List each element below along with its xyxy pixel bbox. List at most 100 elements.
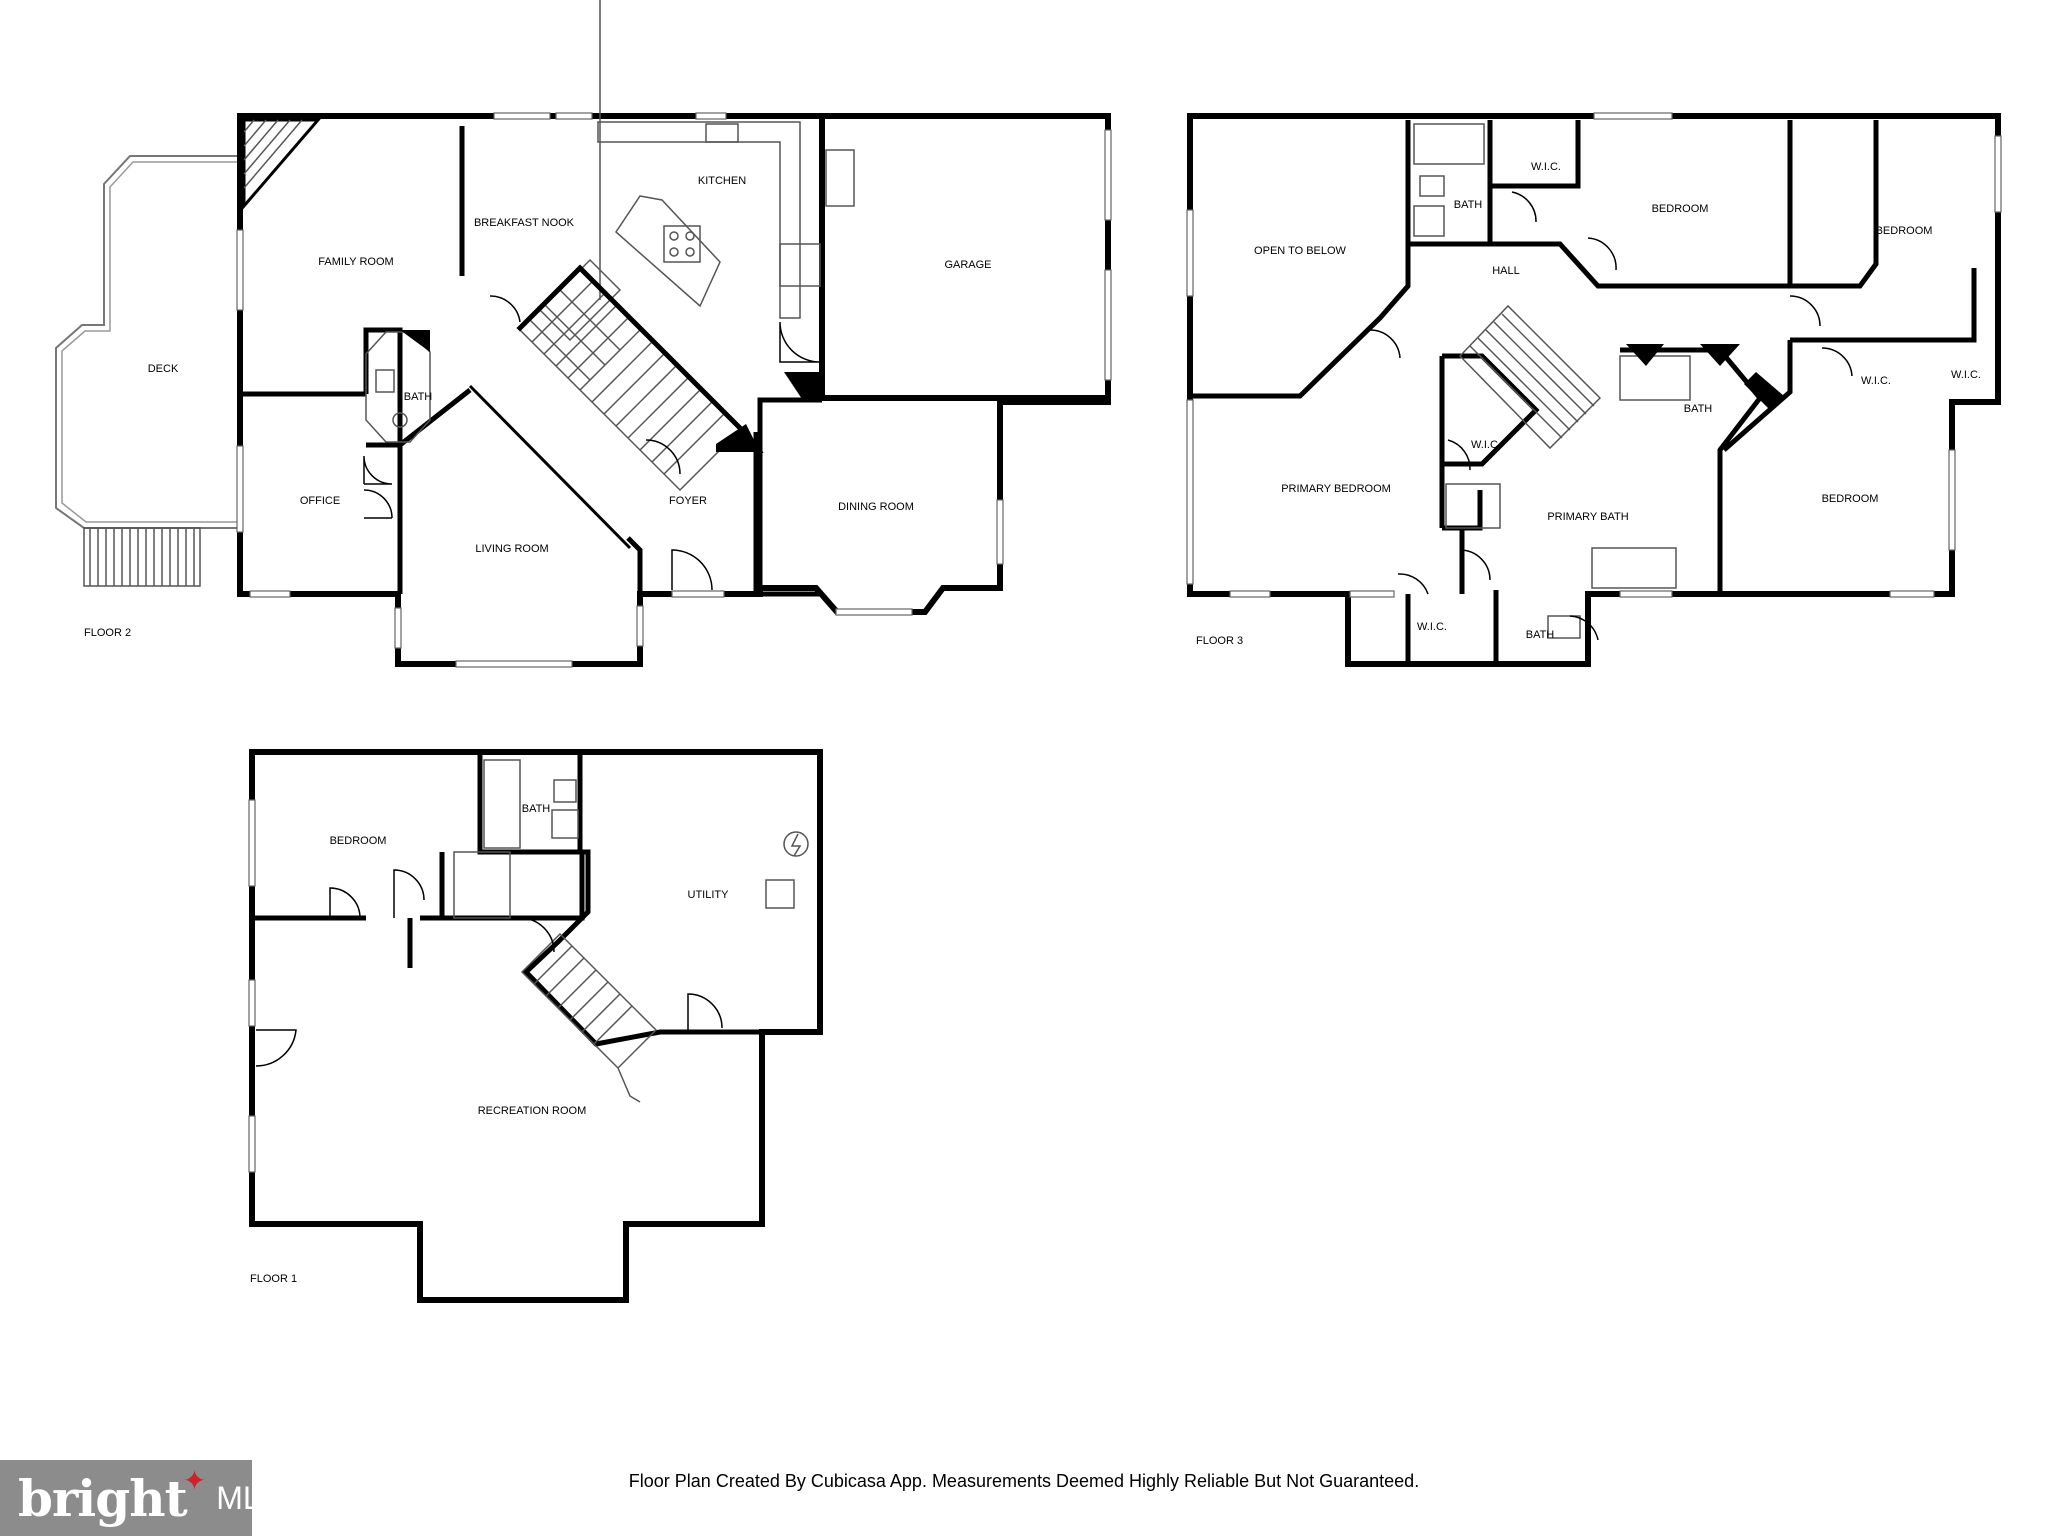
room-label-open-to-below: OPEN TO BELOW — [1254, 245, 1347, 257]
stair-rail — [516, 264, 764, 456]
disclaimer-text: Floor Plan Created By Cubicasa App. Meas… — [628, 1471, 1420, 1491]
floor-1-interior-walls — [252, 754, 820, 1047]
f1-bath-vanity — [453, 851, 511, 919]
room-label-bedroom-right: BEDROOM — [1876, 225, 1933, 237]
logo-star-icon: ✦ — [182, 1464, 207, 1496]
room-label-living-room: LIVING ROOM — [475, 543, 548, 555]
water-heater-bolt — [790, 833, 802, 857]
room-label-primary-bath: PRIMARY BATH — [1547, 511, 1628, 523]
f3-door-9 — [1447, 439, 1471, 471]
fireplace-hatch — [243, 119, 303, 189]
room-label-hall: HALL — [1492, 265, 1520, 277]
floor-2-interior-walls — [240, 120, 825, 597]
room-label-dining-room: DINING ROOM — [838, 501, 914, 513]
floor-1-plan: FLOOR 1 BEDROOM BATH UTILITY RECREATION … — [248, 749, 823, 1303]
center-bath-dark-corner-3 — [1744, 372, 1784, 410]
floor-2-exterior-wall — [237, 113, 1111, 667]
water-heater-icon — [783, 831, 809, 857]
room-label-bath-top: BATH — [1454, 199, 1483, 211]
office-door-2 — [363, 489, 393, 519]
f1-door-4 — [519, 917, 555, 953]
garage-door-swing — [779, 321, 821, 363]
kitchen-counter — [597, 121, 801, 319]
f1-bath-tub — [483, 759, 521, 849]
f1-door-1 — [329, 887, 361, 919]
center-bath-dark-corner — [1626, 344, 1664, 366]
f3-door-8 — [1821, 347, 1853, 377]
floor-1-staircase — [520, 932, 658, 1103]
floor-3-interior-walls — [1190, 120, 1977, 664]
room-label-bath-bottom: BATH — [1526, 629, 1555, 641]
room-label-wic-right-b: W.I.C. — [1951, 369, 1981, 381]
room-label-wic-right-a: W.I.C. — [1861, 375, 1891, 387]
room-label-bath-center: BATH — [1684, 403, 1713, 415]
floor-3-label: FLOOR 3 — [1196, 635, 1243, 647]
living-foyer-angled-wall — [468, 384, 632, 550]
bright-mls-logo: bright ✦ MLS — [0, 1460, 282, 1536]
primary-tub — [1591, 547, 1677, 589]
room-label-kitchen: KITCHEN — [698, 175, 746, 187]
f3-door-2 — [1587, 237, 1617, 271]
center-bath-tub — [1619, 355, 1691, 401]
room-label-bath: BATH — [404, 391, 433, 403]
stair-closet-door — [645, 439, 681, 475]
floor-1-exterior-wall — [249, 749, 823, 1303]
deck-stairs — [83, 527, 201, 587]
deck-outline-inner — [61, 161, 238, 523]
kitchen-sink — [705, 123, 739, 143]
floor-3-plan: FLOOR 3 OPEN TO BELOW BATH W.I.C. BEDROO… — [1186, 112, 2002, 667]
closet-corner-fill — [716, 424, 760, 452]
logo-suffix-text: MLS — [216, 1479, 282, 1516]
room-label-recreation-room: RECREATION ROOM — [478, 1105, 587, 1117]
fireplace — [242, 118, 322, 211]
floor-2-windows — [236, 112, 1112, 668]
f1-door-3 — [255, 1029, 297, 1067]
floor-2-plan: FLOOR 2 DECK FAMILY ROOM BREAKFAST NOOK … — [55, 0, 1112, 668]
f1-door-5 — [687, 993, 723, 1032]
room-label-wic-center: W.I.C. — [1471, 439, 1501, 451]
office-door — [363, 455, 393, 485]
room-label-f1-bath: BATH — [522, 803, 551, 815]
floor-3-windows — [1186, 112, 2002, 598]
logo-brand-text: bright — [18, 1468, 188, 1528]
center-bath-dark-corner-2 — [1700, 344, 1740, 366]
room-label-utility: UTILITY — [688, 889, 730, 901]
primary-shower — [1445, 483, 1501, 529]
f3-door-6 — [1369, 329, 1401, 359]
room-label-office: OFFICE — [300, 495, 340, 507]
f1-bath-toilet — [553, 779, 577, 803]
room-label-foyer: FOYER — [669, 495, 707, 507]
room-label-f1-bedroom: BEDROOM — [330, 835, 387, 847]
room-label-bedroom-lower-right: BEDROOM — [1822, 493, 1879, 505]
foyer-door — [671, 549, 713, 591]
furnace — [765, 879, 795, 909]
f3-door-7 — [1569, 615, 1599, 641]
hall-bath-toilet — [1419, 175, 1445, 197]
kitchen-island — [615, 195, 721, 308]
bottom-bath-toilet — [1547, 615, 1581, 639]
room-label-deck: DECK — [148, 363, 179, 375]
hall-bath-sink — [1413, 205, 1445, 237]
floor-1-label: FLOOR 1 — [250, 1273, 297, 1285]
floor-2-label: FLOOR 2 — [84, 627, 131, 639]
room-label-breakfast-nook: BREAKFAST NOOK — [474, 217, 575, 229]
room-label-wic-top: W.I.C. — [1531, 161, 1561, 173]
refrigerator — [779, 243, 821, 287]
f3-door-5 — [1459, 549, 1491, 581]
powder-bath — [365, 330, 431, 443]
f3-door-4 — [1397, 573, 1429, 595]
floor-3-staircase — [1458, 304, 1602, 450]
pantry-door — [489, 295, 521, 323]
deck-outline — [55, 155, 238, 529]
kitchen-pantry — [825, 149, 855, 207]
room-label-bedroom-top: BEDROOM — [1652, 203, 1709, 215]
f3-door-1 — [1511, 191, 1537, 223]
room-label-wic-bottom: W.I.C. — [1417, 621, 1447, 633]
room-label-primary-bedroom: PRIMARY BEDROOM — [1281, 483, 1391, 495]
f1-door-2 — [393, 869, 425, 918]
garage-wall-corner — [784, 372, 822, 402]
f1-bath-sink — [551, 809, 579, 839]
hall-bath-tub — [1413, 123, 1485, 165]
f3-door-3 — [1789, 295, 1821, 327]
